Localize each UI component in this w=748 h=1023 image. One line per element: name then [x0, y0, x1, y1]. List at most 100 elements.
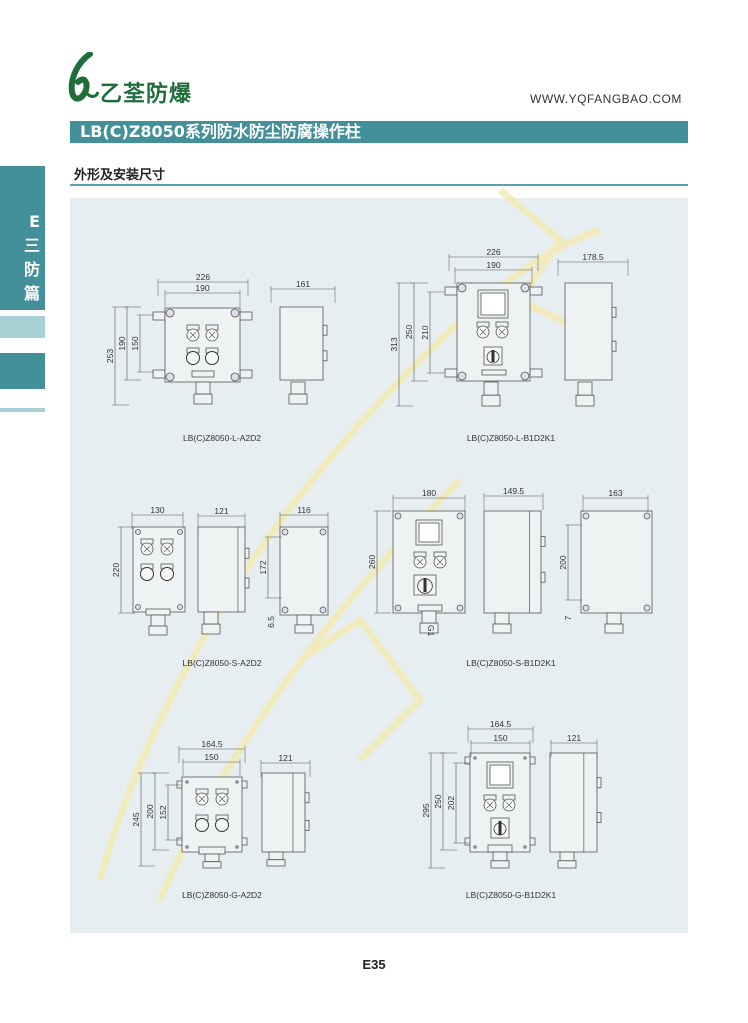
bolt-icon — [235, 780, 239, 784]
mounting-bracket — [444, 286, 458, 296]
chapter-tab[interactable]: E 三 防 篇 — [0, 166, 45, 310]
meter-glass — [489, 764, 511, 786]
cable-gland-nut — [575, 394, 595, 407]
website-url[interactable]: WWW.YQFANGBAO.COM — [530, 92, 682, 106]
cable-gland — [606, 612, 622, 625]
dimension-vertical: 150 — [130, 314, 154, 373]
dimension-label: 152 — [158, 805, 168, 819]
enclosure-body — [580, 510, 653, 614]
cable-gland — [559, 851, 575, 862]
dimension-label: 164.5 — [201, 739, 223, 749]
dimension-vertical: 200 — [145, 772, 169, 851]
side-knob — [244, 547, 250, 559]
bolt-icon — [520, 371, 530, 381]
lamp-cross — [163, 545, 171, 553]
dimension-horizontal: 116 — [279, 505, 329, 529]
dimension-horizontal: 130 — [131, 505, 184, 529]
cable-gland — [421, 610, 437, 624]
dimension-horizontal: 149.5 — [483, 486, 544, 510]
dimension-label: 150 — [493, 733, 507, 743]
cable-gland — [483, 381, 499, 396]
bolt-icon — [177, 604, 183, 610]
dimension-vertical: 253 — [105, 306, 129, 406]
dimension-label: 253 — [105, 349, 115, 363]
bolt-icon — [165, 372, 175, 382]
side-knob — [596, 777, 602, 789]
dimension-horizontal: 121 — [260, 753, 311, 777]
dimension-horizontal: 178.5 — [557, 252, 629, 276]
dimension-vertical: 313 — [389, 282, 413, 407]
dimension-label: 220 — [111, 563, 121, 577]
front-view — [444, 282, 543, 407]
dimension-horizontal: 226 — [157, 272, 249, 296]
cable-gland-nut — [202, 861, 222, 869]
side-view — [564, 282, 617, 407]
lamp-cross — [218, 795, 226, 803]
enclosure-side — [483, 510, 542, 614]
nameplate — [417, 604, 443, 612]
lamp-cross — [479, 328, 487, 336]
bolt-icon — [319, 606, 327, 614]
cable-gland — [203, 611, 219, 625]
side-knob — [540, 536, 546, 547]
cable-gland-nut — [288, 393, 308, 405]
dimension-label: 116 — [297, 505, 311, 515]
dimension-label: 200 — [558, 555, 568, 569]
dimension-label: 163 — [608, 488, 622, 498]
lamp-cross — [505, 801, 513, 809]
lamp-cross — [436, 558, 444, 566]
bolt-icon — [456, 512, 464, 520]
cable-gland-nut — [557, 860, 577, 869]
bolt-icon — [523, 756, 527, 760]
bolt-icon — [281, 528, 289, 536]
side-knob — [322, 350, 328, 362]
side-view — [483, 510, 546, 634]
cable-gland-nut — [490, 860, 510, 869]
dimension-vertical: 172 — [258, 536, 282, 599]
bolt-icon — [457, 283, 467, 293]
cable-gland-nut — [604, 623, 624, 634]
logo-text: 乙荃防爆 — [100, 82, 193, 107]
dimension-label: 313 — [389, 337, 399, 351]
bolt-icon — [457, 371, 467, 381]
dimension-label: 190 — [195, 283, 209, 293]
front-view — [392, 510, 466, 634]
cable-gland — [577, 381, 593, 396]
cable-gland — [494, 612, 510, 625]
bolt-icon — [135, 529, 141, 535]
front-view — [176, 776, 248, 869]
chapter-label-2: 防 — [23, 260, 40, 279]
side-view — [549, 752, 602, 869]
bolt-icon — [394, 604, 402, 612]
cable-gland-nut — [266, 859, 286, 867]
dimension-label: 172 — [258, 560, 268, 574]
dimension-label: 190 — [486, 260, 500, 270]
front-view — [580, 510, 653, 634]
mounting-bracket — [529, 368, 543, 378]
dimension-horizontal: 164.5 — [467, 719, 534, 743]
lamp-cross — [189, 331, 197, 339]
enclosure-body — [392, 510, 466, 614]
drawing-caption: LB(C)Z8050-S-B1D2K1 — [466, 658, 556, 668]
bolt-icon — [135, 604, 141, 610]
side-knob — [611, 306, 617, 318]
bolt-icon — [456, 604, 464, 612]
mounting-bracket — [239, 369, 253, 379]
cable-gland-nut — [294, 624, 314, 634]
dimension-vertical: 200 — [558, 524, 582, 601]
dimension-horizontal: 180 — [392, 488, 466, 512]
mounting-bracket — [444, 368, 458, 378]
cable-gland — [204, 853, 220, 863]
cable-gland-nut — [492, 623, 512, 634]
chapter-label-1: 三 — [23, 236, 40, 255]
dimension-horizontal: 163 — [582, 488, 649, 512]
cable-gland — [195, 381, 211, 395]
bolt-icon — [230, 372, 240, 382]
chapter-letter: E — [29, 212, 40, 231]
cable-gland-nut — [148, 625, 168, 636]
bolt-icon — [473, 845, 477, 849]
side-band — [0, 316, 45, 338]
gland-label: G1 — [426, 625, 436, 637]
bolt-icon — [523, 845, 527, 849]
